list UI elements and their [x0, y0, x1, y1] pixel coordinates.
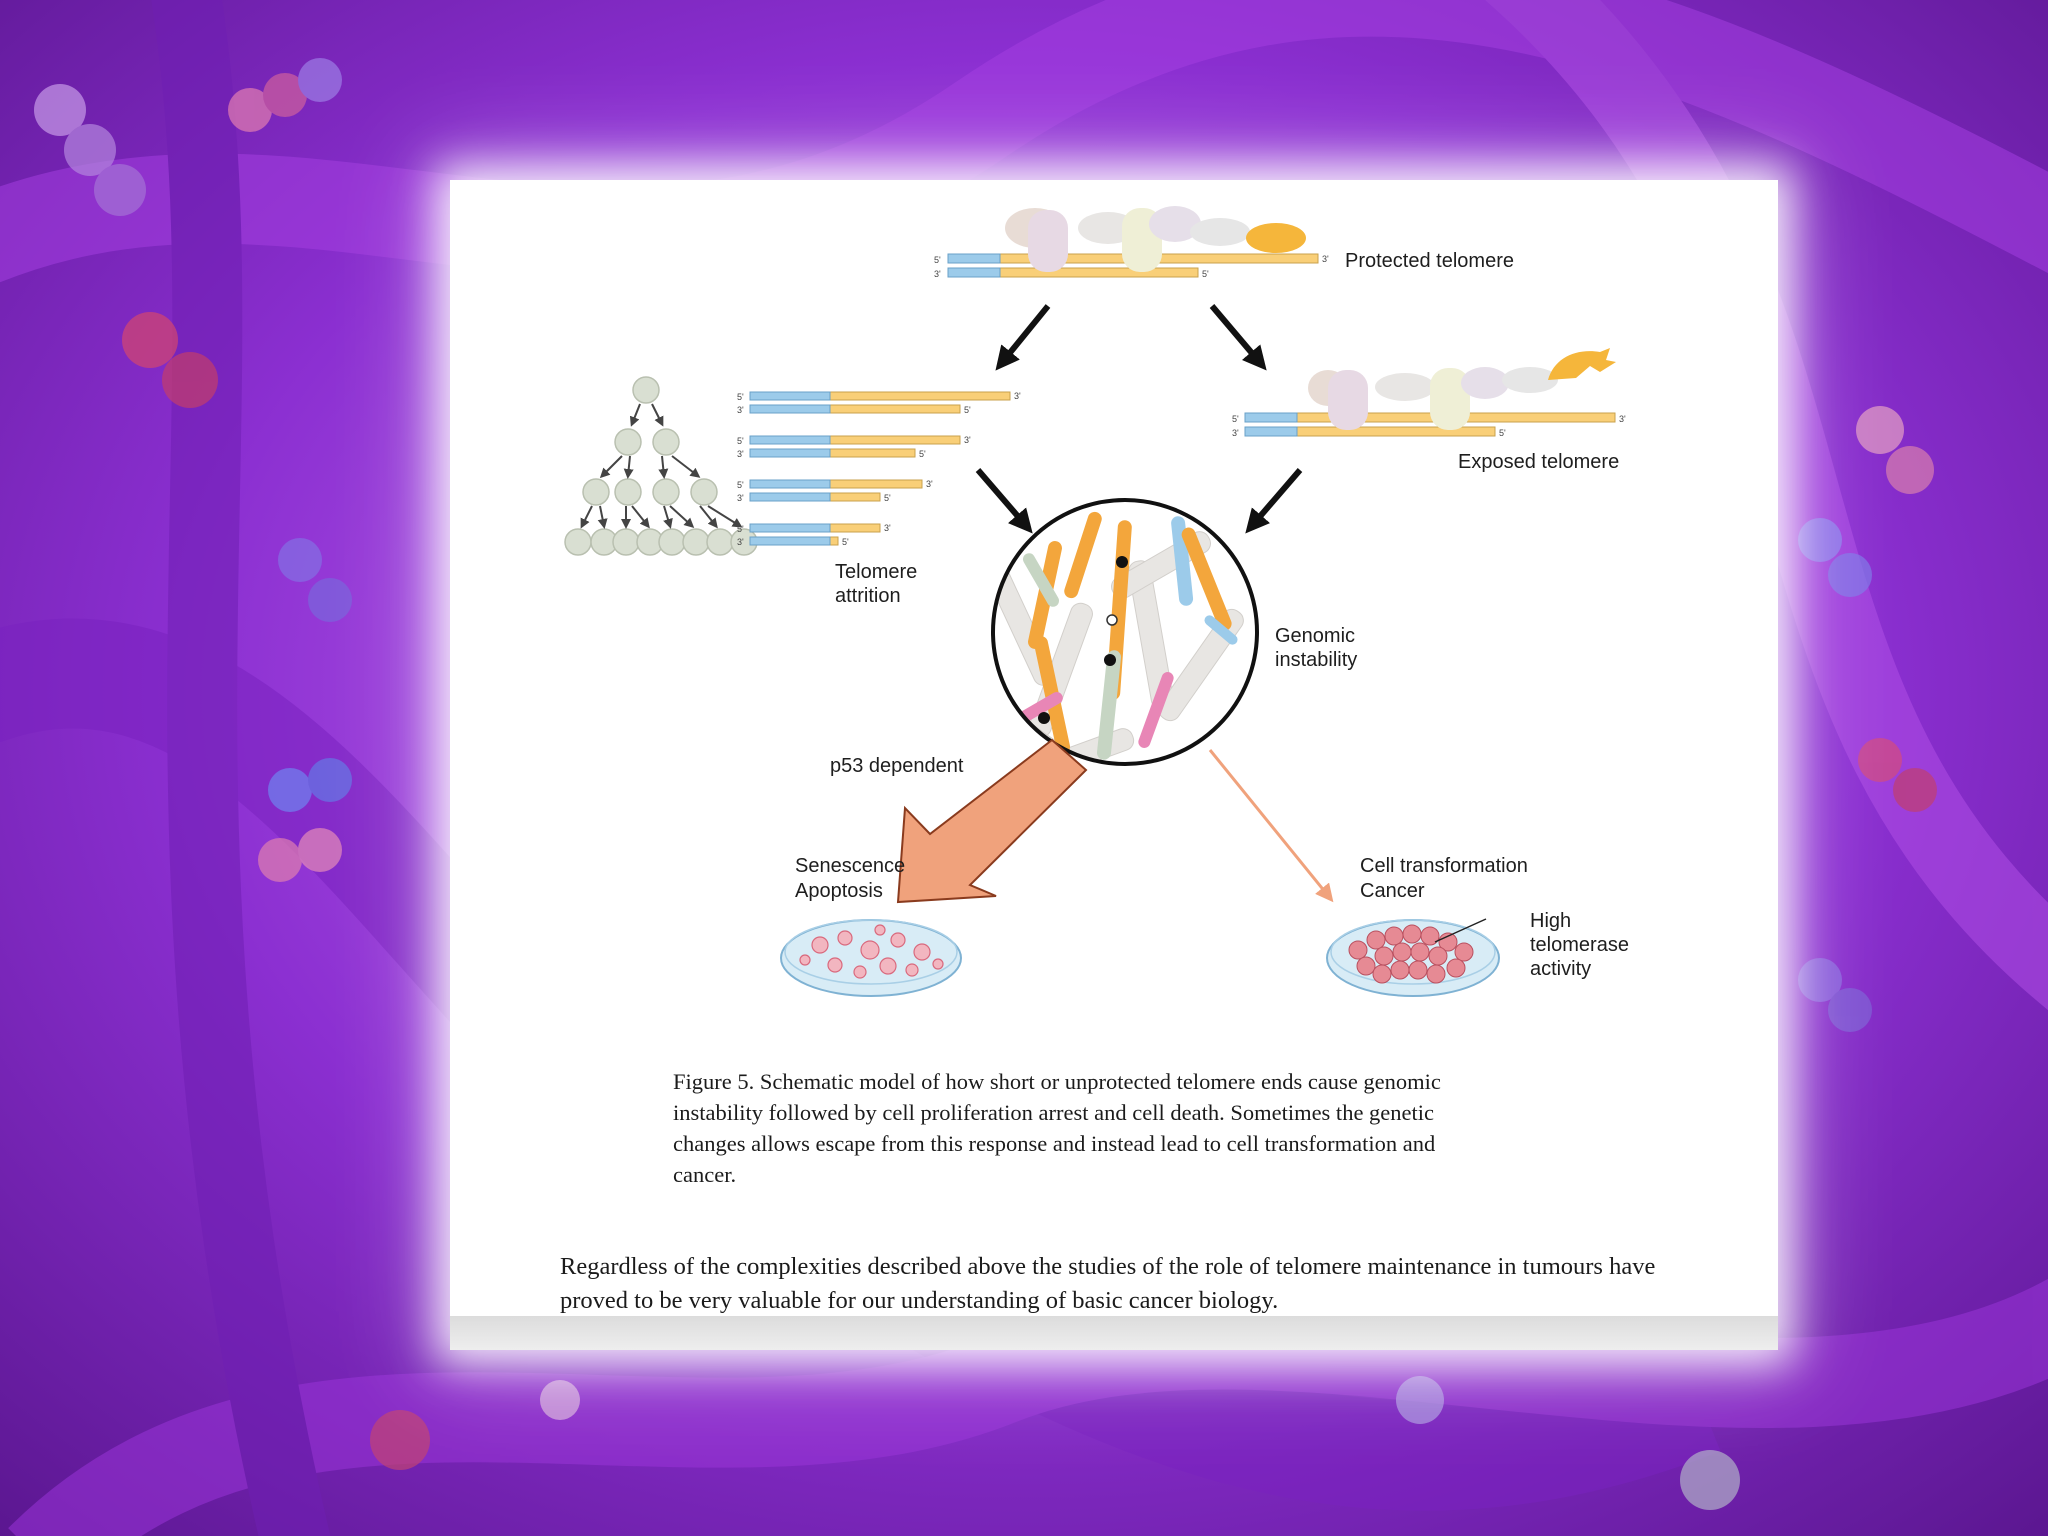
arrow-attrition-to-instability [975, 468, 1033, 534]
telomere-diagram: 5' 3' 3' 5' Protected telomere [564, 206, 1629, 997]
protected-telomere-label: Protected telomere [1345, 250, 1514, 272]
svg-text:3': 3' [737, 405, 744, 415]
three-prime-label: 3' [1322, 254, 1329, 264]
cell-division-pyramid [564, 376, 758, 556]
svg-text:5': 5' [964, 405, 971, 415]
senescence-label: Senescence [795, 855, 905, 877]
arrow-to-attrition [995, 304, 1051, 371]
cell-transformation-label: Cell transformation [1360, 855, 1528, 877]
exposed-strand-end-labels: 5' 3' 3' 5' [1232, 414, 1626, 438]
exposed-telomere-structure [1244, 348, 1616, 437]
svg-text:5': 5' [737, 480, 744, 490]
cancer-label: Cancer [1360, 880, 1425, 902]
high-telomerase-label-line2: telomerase [1530, 934, 1629, 956]
svg-text:5': 5' [884, 493, 891, 503]
cell-division-arrows [580, 403, 743, 529]
svg-text:3': 3' [1232, 428, 1239, 438]
exposed-telomere-label: Exposed telomere [1458, 451, 1619, 473]
svg-text:5': 5' [1499, 428, 1506, 438]
p53-dependent-arrow [896, 738, 1088, 904]
apoptosis-label: Apoptosis [795, 880, 883, 902]
telomere-attrition-label-line2: attrition [835, 585, 901, 607]
telomere-attrition-strands [749, 391, 1011, 546]
svg-text:5': 5' [737, 524, 744, 534]
body-paragraph: Regardless of the complexities described… [560, 1253, 1656, 1314]
svg-text:3': 3' [737, 493, 744, 503]
figure-caption: Figure 5. Schematic model of how short o… [673, 1069, 1441, 1187]
genomic-instability-label-line2: instability [1275, 649, 1357, 671]
svg-text:5': 5' [1232, 414, 1239, 424]
arrow-to-exposed [1209, 304, 1267, 371]
svg-text:3': 3' [884, 523, 891, 533]
svg-text:3': 3' [737, 449, 744, 459]
genomic-instability-label-line1: Genomic [1275, 625, 1355, 647]
five-prime-label: 5' [934, 255, 941, 265]
svg-text:5': 5' [842, 537, 849, 547]
transformation-arrow [1208, 749, 1334, 903]
svg-text:3': 3' [964, 435, 971, 445]
svg-text:5': 5' [919, 449, 926, 459]
telomere-attrition-label-line1: Telomere [835, 561, 917, 583]
panel-bottom-strip [450, 1316, 1778, 1350]
high-telomerase-pointer [1434, 918, 1487, 943]
svg-text:5': 5' [737, 392, 744, 402]
arrow-exposed-to-instability [1245, 468, 1303, 534]
genomic-instability-circle [991, 498, 1259, 766]
three-prime-label: 3' [934, 269, 941, 279]
svg-text:3': 3' [1619, 414, 1626, 424]
attrition-strand-end-labels: 5' 3' 3' 5' 5' 3' 3' 5' 5' 3' 3' 5' 5' 3… [737, 391, 1021, 547]
svg-text:3': 3' [1014, 391, 1021, 401]
svg-text:5': 5' [737, 436, 744, 446]
svg-text:3': 3' [737, 537, 744, 547]
high-telomerase-label-line3: activity [1530, 958, 1591, 980]
five-prime-label: 5' [1202, 269, 1209, 279]
svg-text:3': 3' [926, 479, 933, 489]
p53-dependent-label: p53 dependent [830, 755, 964, 777]
dna-bead-decoration [34, 58, 1937, 1510]
senescence-petri-dish [780, 919, 962, 997]
cancer-petri-dish [1326, 919, 1500, 997]
document-panel: 5' 3' 3' 5' Protected telomere [450, 180, 1778, 1350]
protected-telomere-structure [947, 206, 1319, 278]
high-telomerase-label-line1: High [1530, 910, 1571, 932]
